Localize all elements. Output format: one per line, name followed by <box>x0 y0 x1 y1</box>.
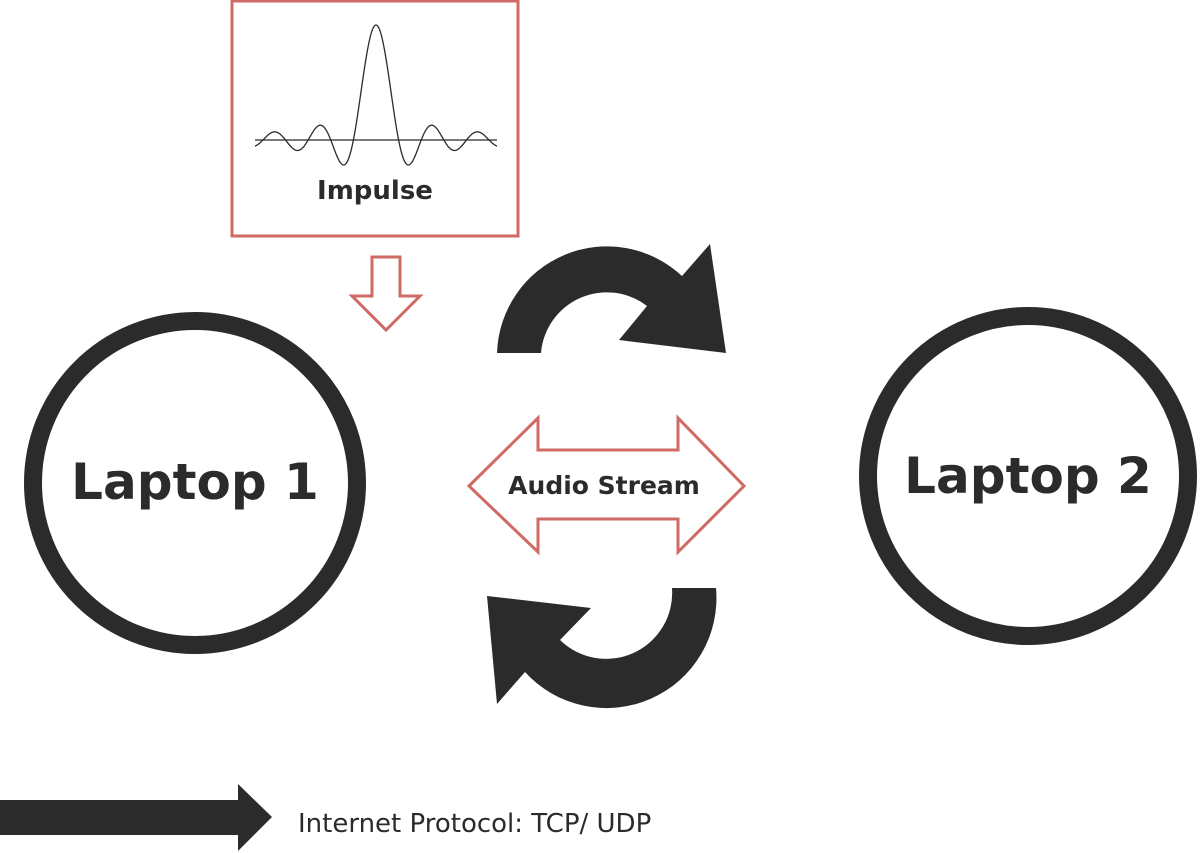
audio-stream-connector: Audio Stream <box>466 414 747 556</box>
down-arrow-icon <box>348 255 424 333</box>
impulse-label: Impulse <box>317 176 433 206</box>
audio-stream-label: Audio Stream <box>508 471 700 500</box>
impulse-box-frame <box>230 0 520 238</box>
counterclockwise-arrow-icon <box>487 588 717 709</box>
laptop-2-label: Laptop 2 <box>904 447 1152 505</box>
clockwise-arrow-icon <box>497 244 726 353</box>
legend-label: Internet Protocol: TCP/ UDP <box>298 809 651 839</box>
legend: Internet Protocol: TCP/ UDP <box>0 784 651 851</box>
impulse-box: Impulse <box>230 0 520 238</box>
laptop-2-node: Laptop 2 <box>859 307 1197 645</box>
laptop-1-node: Laptop 1 <box>24 312 366 654</box>
double-headed-arrow-icon <box>466 414 747 556</box>
right-arrow-icon <box>0 784 272 851</box>
laptop-1-label: Laptop 1 <box>71 453 319 511</box>
laptop-1-circle <box>24 312 366 654</box>
laptop-2-circle <box>859 307 1197 645</box>
sinc-waveform-icon <box>254 24 498 166</box>
